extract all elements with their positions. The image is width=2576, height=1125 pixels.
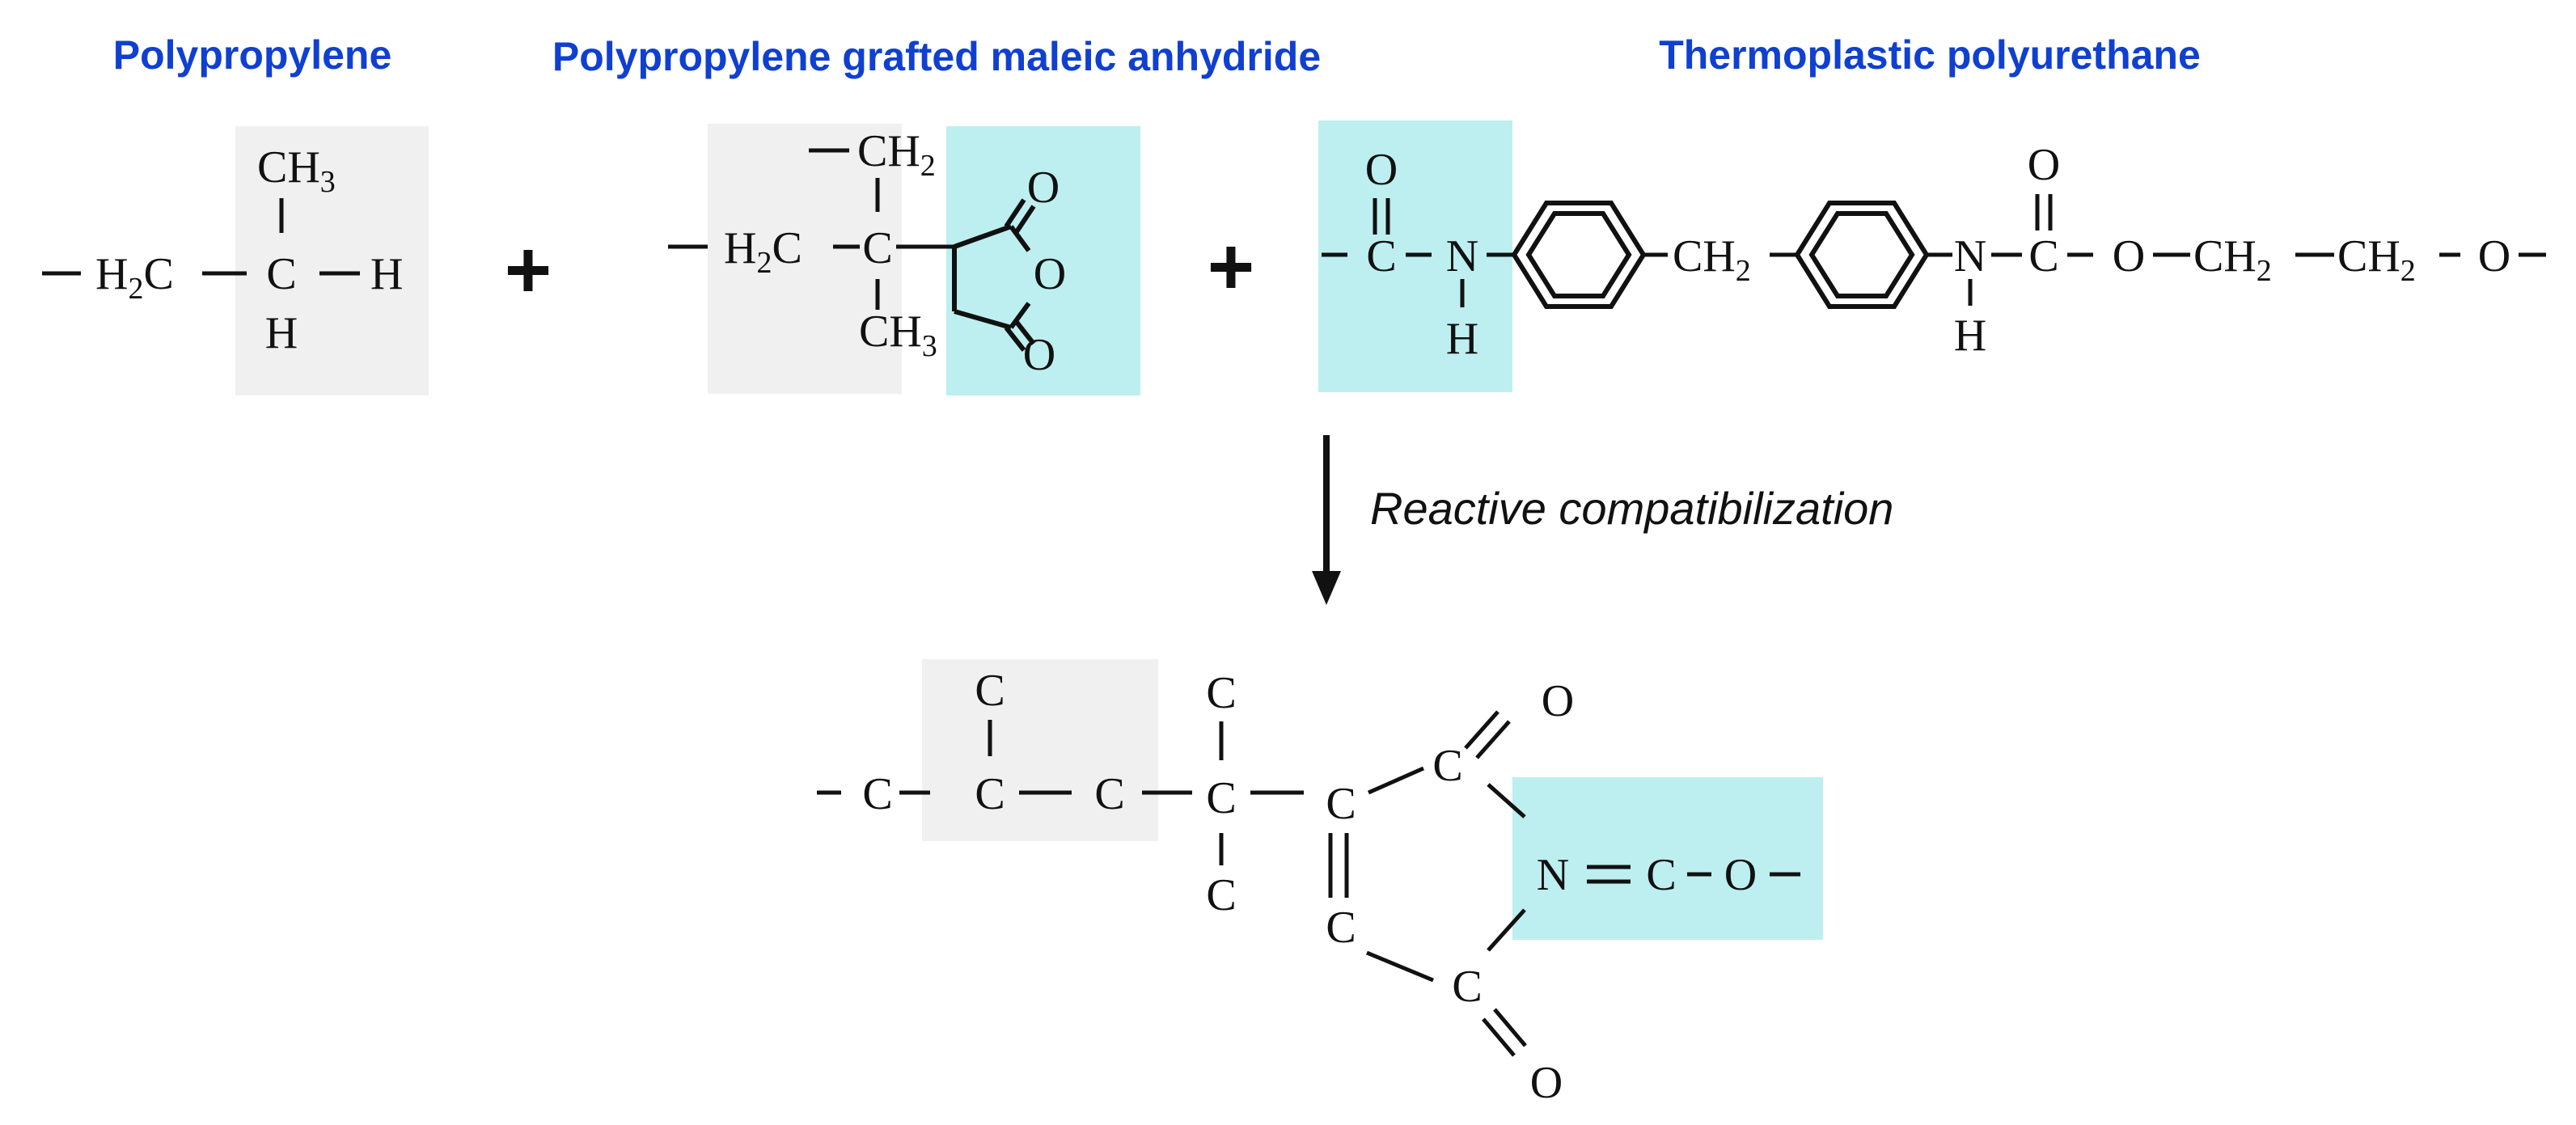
product-c-6: C — [1326, 903, 1356, 953]
ppgma-highlight-cyan — [946, 126, 1140, 395]
ppgma-ring-o: O — [1034, 249, 1066, 299]
product-c-2: C — [975, 769, 1005, 819]
product-highlight-cyan — [1512, 777, 1823, 940]
tpu-h-1: H — [1446, 314, 1478, 364]
ppgma-ch3-bottom: CH3 — [859, 307, 937, 363]
pp-h-right: H — [370, 249, 403, 299]
tpu-benzene-ring-2-inner — [1808, 211, 1915, 298]
pp-h-bottom: H — [265, 308, 298, 358]
header-pp-g-ma: Polypropylene grafted maleic anhydride — [552, 34, 1321, 79]
tpu-c-2: C — [2028, 231, 2058, 281]
tpu-o-top-2: O — [2028, 140, 2060, 190]
plus-sign-1: + — [505, 225, 552, 315]
reaction-arrow — [1312, 435, 1341, 605]
ppgma-carbonyl-2a — [1004, 326, 1026, 352]
product-c-4: C — [1206, 773, 1236, 823]
tpu-ch2-bridge: CH2 — [1673, 231, 1751, 288]
product-co-bottom-b — [1493, 1008, 1527, 1047]
product-c-7: C — [1432, 741, 1462, 791]
ppgma-ring-bond-1 — [953, 224, 1013, 249]
polypropylene-structure: H2C CH3 C H H — [42, 142, 403, 358]
product-bond-c7-n — [1487, 783, 1526, 818]
product-n: N — [1537, 850, 1569, 900]
pp-c: C — [266, 249, 296, 299]
tpu-c-1: C — [1366, 231, 1396, 281]
plus-sign-2: + — [1208, 222, 1254, 312]
tpu-o-top-1: O — [1365, 145, 1398, 195]
product-o-bottom: O — [1530, 1058, 1563, 1108]
product-co-bottom-a — [1482, 1017, 1516, 1057]
tpu-n-1: N — [1446, 231, 1478, 281]
product-c-1: C — [862, 769, 892, 819]
ppgma-h2c: H2C — [724, 223, 802, 280]
tpu-ch2-a: CH2 — [2193, 231, 2272, 288]
tpu-o-end: O — [2478, 231, 2510, 281]
tpu-o-ester: O — [2113, 231, 2145, 281]
ppgma-o-bottom: O — [1023, 330, 1055, 380]
product-c-4-bottom: C — [1206, 870, 1236, 920]
tpu-h-2: H — [1954, 311, 1986, 361]
ppgma-carbonyl-2b — [1013, 319, 1036, 345]
product-c-4-top: C — [1206, 668, 1236, 718]
product-c-2-top: C — [975, 666, 1005, 716]
product-co-top-a — [1464, 710, 1499, 750]
product-o-top: O — [1542, 676, 1574, 726]
ppgma-ring-bond-5 — [1009, 302, 1031, 329]
tpu-benzene-ring-2 — [1794, 201, 1930, 309]
product-c-5: C — [1326, 779, 1356, 829]
product-bond-c5-c7 — [1367, 766, 1425, 795]
arrow-caption: Reactive compatibilization — [1370, 483, 1893, 534]
pp-g-ma-structure: H2C C CH2 CH3 O O O — [668, 126, 1066, 380]
tpu-structure: O C N H CH2 N H O C O CH2 CH2 O — [1322, 140, 2546, 364]
tpu-ch2-b: CH2 — [2337, 231, 2416, 288]
tpu-benzene-ring-1 — [1511, 201, 1647, 309]
ppgma-ring-bond-3 — [954, 309, 1012, 330]
product-bond-n-c8 — [1487, 908, 1526, 952]
tpu-benzene-ring-1-inner — [1525, 211, 1632, 298]
ppgma-ch2-top: CH2 — [857, 126, 936, 183]
ppgma-carbonyl-1a — [1004, 198, 1026, 228]
header-polypropylene: Polypropylene — [113, 32, 392, 78]
product-structure: C C C C C C C C C C O N C O C — [817, 666, 1800, 1108]
pp-ch3: CH3 — [257, 142, 336, 199]
ppgma-carbonyl-1b — [1013, 205, 1036, 235]
product-co-top-b — [1475, 720, 1511, 759]
tpu-n-2: N — [1954, 231, 1986, 281]
ppgma-ring-bond-4 — [1009, 225, 1031, 252]
pp-h2c: H2C — [95, 249, 174, 306]
product-bond-c6-c8 — [1366, 950, 1434, 983]
pp-highlight-gray — [235, 126, 429, 395]
ppgma-highlight-gray — [708, 124, 902, 394]
product-c-9: C — [1646, 850, 1676, 900]
product-highlight-gray — [922, 659, 1158, 841]
product-o-end: O — [1724, 850, 1757, 900]
reaction-arrow-head — [1312, 571, 1341, 605]
product-c-8: C — [1452, 962, 1482, 1012]
ppgma-o-top: O — [1027, 163, 1060, 213]
product-c-3: C — [1094, 769, 1124, 819]
header-tpu: Thermoplastic polyurethane — [1659, 32, 2201, 78]
ppgma-c-quat: C — [862, 223, 892, 273]
